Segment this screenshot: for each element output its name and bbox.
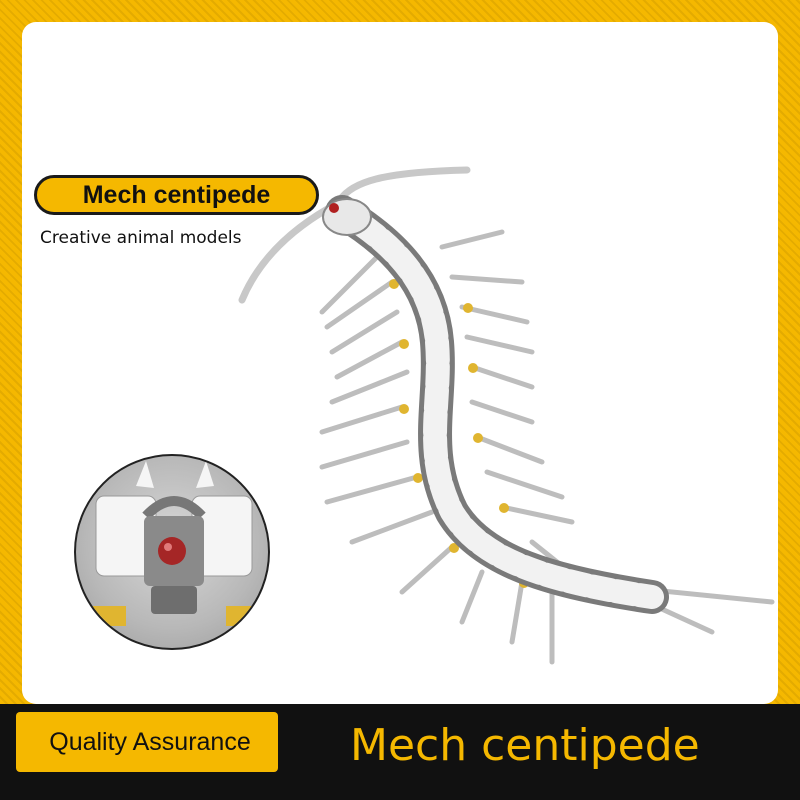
quality-assurance-badge: Quality Assurance bbox=[16, 712, 278, 772]
centipede-head-closeup-image bbox=[74, 454, 270, 650]
product-image-panel bbox=[22, 22, 778, 704]
centipede-model-image bbox=[238, 166, 775, 665]
product-title-text: Mech centipede bbox=[82, 180, 271, 209]
banner-title: Mech centipede bbox=[350, 719, 700, 771]
product-title-pill: Mech centipede bbox=[34, 175, 319, 215]
product-subtitle: Creative animal models bbox=[40, 228, 242, 248]
quality-assurance-text: Quality Assurance bbox=[49, 727, 251, 756]
